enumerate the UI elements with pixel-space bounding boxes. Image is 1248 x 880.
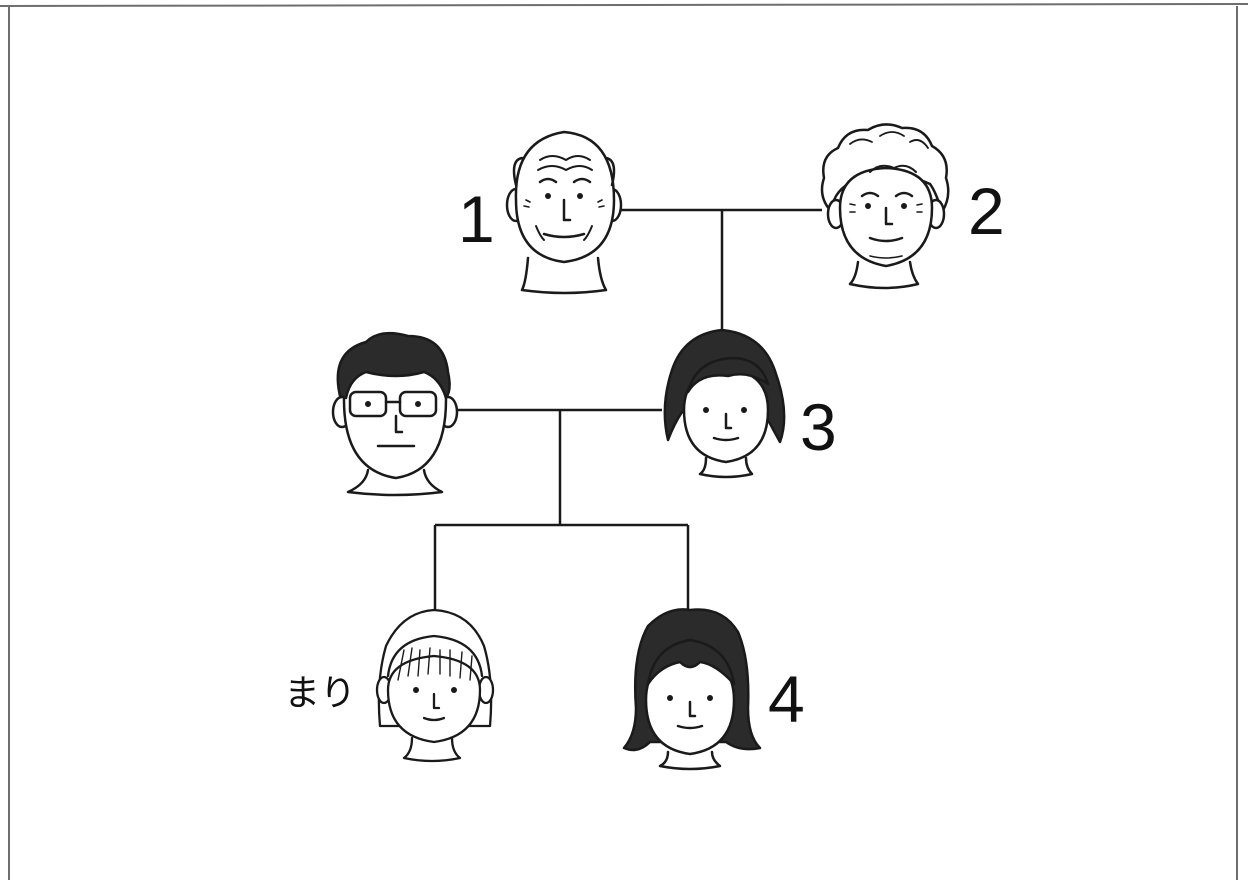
woman-portrait-icon	[663, 328, 786, 479]
label-mother-number: 3	[800, 390, 837, 464]
label-mari-name: まり	[284, 673, 357, 714]
label-grandmother-number: 2	[968, 174, 1005, 248]
label-sister-number: 4	[768, 662, 805, 736]
man-with-glasses-portrait-icon	[331, 331, 459, 497]
elderly-woman-portrait-icon	[820, 123, 950, 290]
elderly-man-portrait-icon	[505, 130, 623, 295]
girl-portrait-icon	[375, 608, 495, 763]
tree-connectors	[433, 208, 822, 612]
page-frame	[0, 3, 1248, 880]
label-grandfather-number: 1	[458, 182, 495, 256]
girl-dark-hair-portrait-icon	[622, 608, 762, 771]
